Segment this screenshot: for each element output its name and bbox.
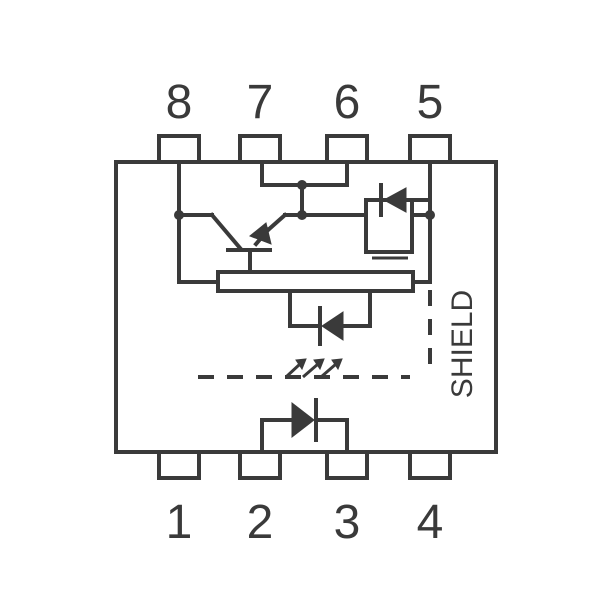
pin-5 — [408, 134, 452, 164]
light-arrows-icon — [284, 358, 343, 379]
photodiode-icon — [321, 311, 344, 341]
shield-boundary — [198, 290, 432, 379]
pin-7-6-wiring — [260, 160, 364, 220]
pin-number-4: 4 — [417, 496, 444, 549]
pin-number-3: 3 — [334, 496, 361, 549]
protection-diode-block — [364, 183, 435, 260]
output-transistor — [209, 212, 288, 274]
pin-6 — [325, 134, 369, 164]
pin-number-1: 1 — [166, 496, 193, 549]
shield-label: SHIELD — [446, 290, 479, 398]
pin-5-wiring — [411, 160, 432, 284]
pin-3 — [325, 450, 369, 480]
top-pins — [157, 134, 452, 164]
pin-number-2: 2 — [247, 496, 274, 549]
led-icon — [291, 401, 315, 439]
pin-2 — [238, 450, 282, 480]
pin-8-wiring — [174, 160, 220, 284]
pin-4 — [408, 450, 452, 480]
detector-bar — [216, 270, 415, 293]
pin-7 — [238, 134, 282, 164]
protection-diode-icon — [382, 187, 407, 213]
pin-number-7: 7 — [247, 76, 274, 129]
pin-number-6: 6 — [334, 76, 361, 129]
pin-8 — [157, 134, 201, 164]
led-emitter — [260, 398, 349, 454]
pin-number-8: 8 — [166, 76, 193, 129]
transistor-arrow-icon — [249, 222, 272, 245]
photodiode — [288, 289, 372, 346]
pin-number-5: 5 — [417, 76, 444, 129]
bottom-pins — [157, 450, 452, 480]
package-body — [114, 160, 498, 454]
pin-1 — [157, 450, 201, 480]
